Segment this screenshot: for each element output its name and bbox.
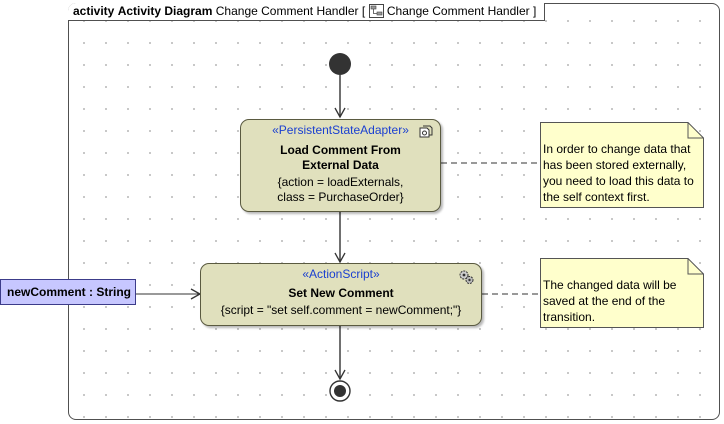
- action-tagged-value: class = PurchaseOrder}: [277, 190, 404, 204]
- adapter-icon: [419, 125, 433, 138]
- note-line: In order to change data that: [543, 142, 691, 156]
- note-corner-icon: [540, 122, 704, 208]
- action-set-comment[interactable]: «ActionScript» Set New Comment {script =…: [200, 263, 482, 326]
- frame-ref-name: Change Comment Handler: [386, 4, 530, 18]
- frame-diagram-type: Activity Diagram: [117, 4, 213, 18]
- action-tagged-value: {script = "set self.comment = newComment…: [220, 303, 462, 317]
- note-line: saved at the end of the: [543, 294, 666, 308]
- note-save-on-transition[interactable]: The changed data will be saved at the en…: [540, 258, 704, 328]
- note-line: you need to load this data to: [543, 174, 694, 188]
- note-line: The changed data will be: [543, 278, 677, 292]
- input-pin-new-comment[interactable]: newComment : String: [0, 279, 136, 305]
- frame-header: activity Activity Diagram Change Comment…: [68, 3, 546, 21]
- action-name-line: Load Comment From: [280, 143, 401, 157]
- frame-kind: activity: [73, 4, 115, 18]
- frame-name: Change Comment Handler: [215, 4, 359, 18]
- action-stereotype: «ActionScript»: [302, 267, 380, 281]
- script-gears-icon: [459, 270, 474, 284]
- note-load-externals[interactable]: In order to change data that has been st…: [540, 122, 704, 208]
- action-tagged-value: {action = loadExternals,: [277, 175, 404, 189]
- note-body: In order to change data that has been st…: [543, 141, 700, 205]
- note-line: the self context first.: [543, 190, 650, 204]
- action-load-comment[interactable]: «PersistentStateAdapter» Load Comment Fr…: [240, 119, 441, 212]
- note-line: transition.: [543, 310, 596, 324]
- note-line: has been stored externally,: [543, 158, 687, 172]
- final-node-core: [334, 385, 346, 397]
- note-body: The changed data will be saved at the en…: [543, 277, 700, 325]
- initial-node[interactable]: [329, 53, 351, 75]
- action-name-line: External Data: [302, 158, 379, 172]
- diagram-icon: [368, 4, 384, 18]
- note-corner-icon: [540, 258, 704, 328]
- frame-bracket-open: [: [361, 4, 366, 18]
- action-name: Set New Comment: [288, 286, 394, 300]
- frame-bracket-close: ]: [532, 4, 537, 18]
- action-stereotype: «PersistentStateAdapter»: [272, 123, 409, 137]
